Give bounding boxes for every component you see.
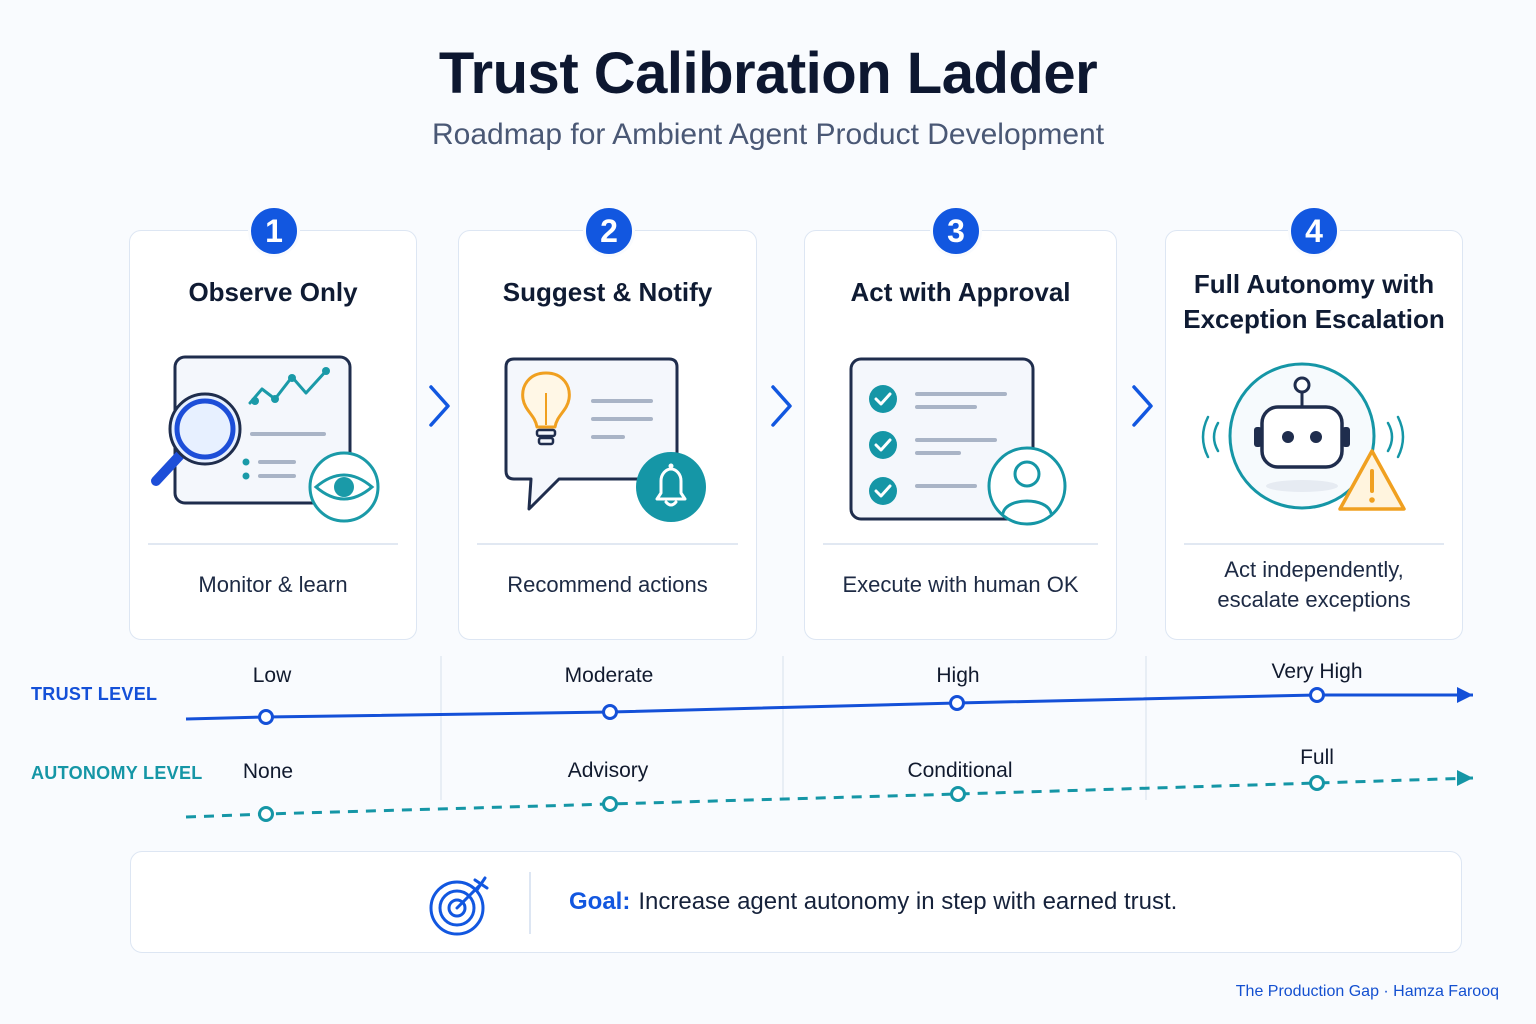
trust-track-marker [258, 709, 274, 725]
trust-value: Low [252, 664, 292, 687]
trust-level-track [185, 687, 1473, 725]
autonomy-track-marker [950, 786, 966, 802]
step-title-line: Full Autonomy with [1193, 269, 1435, 299]
goal-statement: Goal: Increase agent autonomy in step wit… [569, 888, 1177, 916]
step-badge: 2 [583, 205, 635, 257]
card-divider [148, 543, 398, 545]
card-divider [823, 543, 1098, 545]
autonomy-value: None [242, 760, 294, 783]
step-description: Recommend actions [507, 572, 708, 597]
goal-banner: Goal: Increase agent autonomy in step wit… [130, 851, 1462, 953]
trust-value: Very High [1271, 660, 1363, 683]
card-divider [1184, 543, 1444, 545]
step-title: Suggest & Notify [502, 277, 713, 307]
autonomy-track-line [185, 776, 1474, 819]
chevron-right-icon [429, 385, 450, 427]
level-tracks: TRUST LEVEL AUTONOMY LEVEL Low Moderate … [0, 650, 1536, 830]
autonomy-track-marker [258, 806, 274, 822]
autonomy-level-track [185, 770, 1474, 822]
chevron-right-icon [771, 385, 792, 427]
step-badge: 3 [930, 205, 982, 257]
autonomy-value: Conditional [907, 759, 1013, 782]
trust-level-label: TRUST LEVEL [31, 684, 158, 704]
step-badge: 1 [248, 205, 300, 257]
step-description-line: escalate exceptions [1217, 587, 1411, 612]
trust-track-arrowhead [1457, 687, 1473, 703]
magnifier-chart-eye-icon [151, 355, 380, 523]
footer-credit: The Production Gap · Hamza Farooq [1235, 983, 1499, 1000]
page-subtitle: Roadmap for Ambient Agent Product Develo… [431, 118, 1105, 151]
autonomy-level-label: AUTONOMY LEVEL [31, 763, 203, 783]
lightbulb-bell-icon [504, 357, 706, 522]
step-card-approval: 3 Act with Approval Execute with human O… [804, 205, 1117, 640]
autonomy-track-marker [1309, 775, 1325, 791]
trust-value: Moderate [564, 664, 654, 687]
step-title-line: Exception Escalation [1183, 304, 1445, 334]
goal-key: Goal: [569, 888, 631, 915]
step-description: Execute with human OK [842, 572, 1079, 597]
checklist-user-icon [849, 357, 1067, 526]
trust-track-marker [602, 704, 618, 720]
chevron-right-icon [1132, 385, 1153, 427]
autonomy-track-arrowhead [1457, 770, 1473, 786]
step-badge: 4 [1288, 205, 1340, 257]
target-icon [429, 876, 489, 936]
step-card-observe: 1 Observe Only Monitor & learn [129, 205, 417, 640]
trust-track-marker [1309, 687, 1325, 703]
step-description-line: Act independently, [1224, 557, 1404, 582]
autonomy-track-marker [602, 796, 618, 812]
page-title: Trust Calibration Ladder [438, 41, 1098, 106]
step-card-suggest: 2 Suggest & Notify Recommend actions [458, 205, 757, 640]
autonomy-value: Advisory [567, 759, 649, 782]
goal-separator [529, 872, 531, 934]
trust-track-marker [949, 695, 965, 711]
step-card-autonomy: 4 Full Autonomy with Exception Escalatio… [1165, 205, 1463, 640]
step-description: Act independently, escalate exceptions [1176, 555, 1452, 615]
step-title: Full Autonomy with Exception Escalation [1166, 267, 1462, 337]
level-grid [440, 656, 1147, 800]
step-title: Act with Approval [850, 277, 1071, 307]
trust-value: High [936, 664, 980, 687]
card-divider [477, 543, 738, 545]
autonomy-value: Full [1300, 746, 1334, 769]
goal-text: Increase agent autonomy in step with ear… [638, 888, 1178, 915]
trust-track-line [185, 693, 1473, 721]
robot-warning-icon [1201, 362, 1406, 511]
step-description: Monitor & learn [198, 572, 348, 597]
step-title: Observe Only [188, 277, 358, 307]
